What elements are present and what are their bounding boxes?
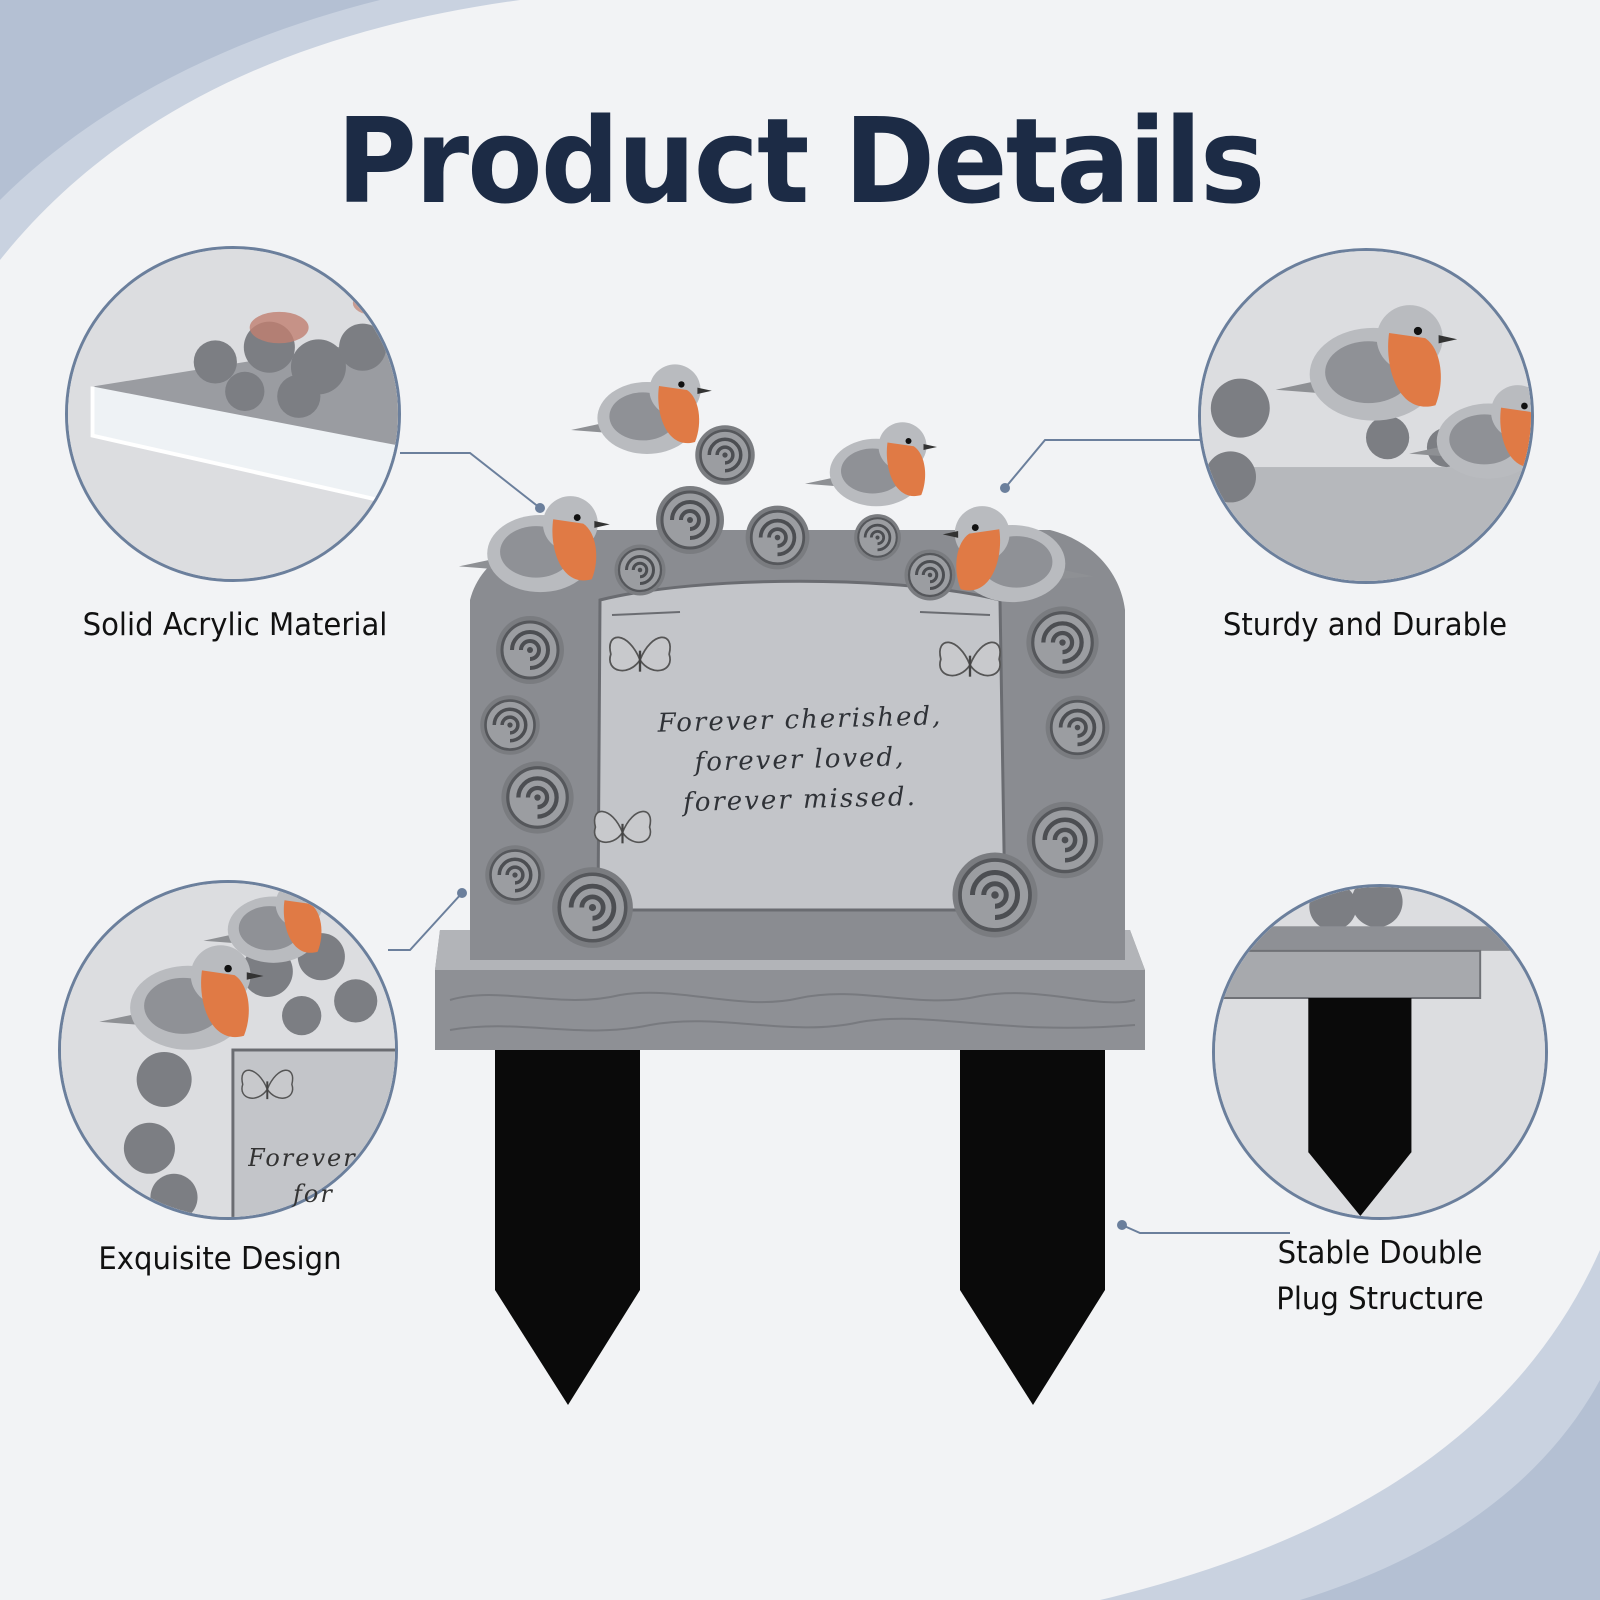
design-closeup bbox=[58, 880, 398, 1220]
plaque-inscription: Forever cherished, forever loved, foreve… bbox=[600, 700, 1000, 820]
feature-label-durable: Sturdy and Durable bbox=[1222, 607, 1508, 643]
closeup-line-2: for bbox=[293, 1180, 334, 1208]
durable-closeup bbox=[1198, 248, 1534, 584]
feature-label-stable-line-1: Stable Double bbox=[1277, 1235, 1483, 1271]
stake-closeup bbox=[1212, 884, 1548, 1220]
feature-label-stable: Stable Double Plug Structure bbox=[1211, 1230, 1549, 1322]
feature-label-design: Exquisite Design bbox=[98, 1241, 342, 1277]
feature-label-stable-line-2: Plug Structure bbox=[1276, 1281, 1484, 1317]
feature-label-acrylic: Solid Acrylic Material bbox=[82, 607, 388, 643]
acrylic-closeup bbox=[65, 246, 401, 582]
page-title: Product Details bbox=[336, 92, 1265, 230]
closeup-line-1: Forever bbox=[248, 1144, 357, 1172]
closeup-inscription: Forever for bbox=[248, 1140, 368, 1212]
